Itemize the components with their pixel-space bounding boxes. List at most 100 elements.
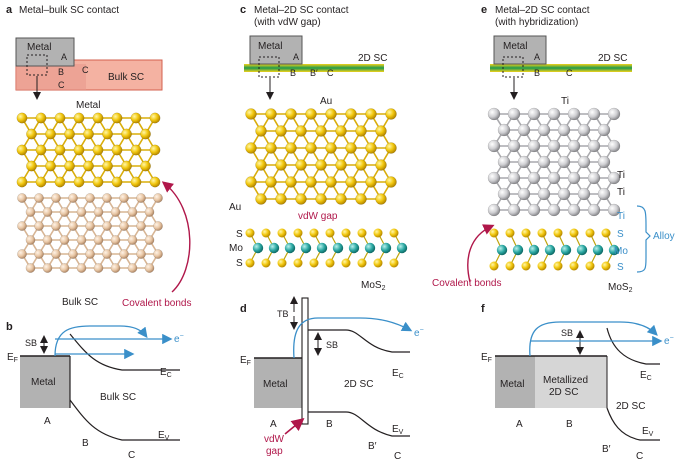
- metal-atom: [54, 112, 66, 124]
- twod-layer: [244, 64, 384, 72]
- mo-atom: [396, 242, 408, 254]
- region-b: B: [58, 67, 64, 77]
- metallized-band: [535, 356, 607, 408]
- sb-label: SB: [25, 338, 37, 348]
- ti-atom: [577, 187, 591, 201]
- metal-atom: [111, 112, 123, 124]
- ev-label: EV: [392, 424, 404, 436]
- metal-atom: [64, 128, 75, 140]
- metal-band: [20, 356, 70, 408]
- mo-atom: [364, 242, 376, 254]
- ti-atom: [547, 107, 561, 121]
- interface-region: [16, 64, 86, 90]
- au-atom: [255, 159, 267, 171]
- bulk-atom: [34, 249, 44, 259]
- panel-b-letter: b: [6, 321, 13, 333]
- metal-atom: [35, 144, 47, 156]
- au-atom: [365, 108, 377, 120]
- metal-atom: [130, 144, 142, 156]
- au-atom: [335, 193, 347, 205]
- tunnel-barrier: [301, 297, 309, 425]
- sb-label: SB: [326, 340, 338, 350]
- au-atom: [355, 159, 367, 171]
- mo-atom: [544, 244, 556, 256]
- panel-c-letter: c: [240, 4, 246, 16]
- metal-label: Metal: [27, 42, 51, 53]
- panel-e-letter: e: [481, 4, 487, 16]
- au-atom: [375, 125, 387, 137]
- metal-lattice: [16, 112, 161, 188]
- bulk-atom: [25, 207, 36, 217]
- bulk-atom: [127, 235, 138, 245]
- au-atom: [375, 159, 387, 171]
- panel-e-title-1: Metal–2D SC contact: [495, 5, 590, 16]
- au-atom: [355, 125, 367, 137]
- ti-atom: [587, 171, 601, 185]
- bulk-atom: [76, 207, 87, 217]
- bulk-atom: [34, 221, 44, 231]
- panel-f-letter: f: [481, 303, 485, 315]
- label-a: A: [516, 419, 523, 430]
- mo-atom: [592, 244, 604, 256]
- bulk-sc-label: Bulk SC: [108, 72, 144, 83]
- bulk-atom: [85, 221, 95, 231]
- s-atom: [373, 258, 383, 268]
- twod-sc-label: 2D SC: [344, 379, 373, 390]
- conduction-band: [308, 329, 410, 353]
- valence-band: [606, 407, 660, 441]
- bulk-atom: [76, 235, 87, 245]
- electron-path: [529, 321, 658, 357]
- panel-b: b SB EF e− Metal Bulk SC EC EV A B C: [6, 321, 184, 461]
- au-top-label: Au: [320, 96, 332, 107]
- alloy-bracket: [636, 205, 651, 273]
- s-bottom-label: S: [617, 262, 624, 273]
- metal-atom: [54, 176, 66, 188]
- bulk-atom: [59, 263, 70, 273]
- au-atom: [255, 125, 267, 137]
- au-atom: [345, 108, 357, 120]
- bulk-atom: [144, 235, 155, 245]
- ti-atom: [597, 155, 611, 169]
- s-atom: [585, 261, 595, 271]
- panel-e-title-2: (with hybridization): [495, 17, 578, 28]
- mo-alloy-label: Mo: [614, 246, 628, 257]
- bulk-atom: [136, 221, 146, 231]
- s-atom: [277, 258, 287, 268]
- ti-atom: [487, 203, 501, 217]
- ti-atom: [537, 155, 551, 169]
- ti-atom: [557, 155, 571, 169]
- metal-atom: [16, 144, 28, 156]
- metal-atom: [130, 176, 142, 188]
- covalent-arrow: [467, 224, 495, 283]
- ti-lattice: [487, 107, 621, 217]
- s-atom: [601, 228, 611, 238]
- panel-a-letter: a: [6, 4, 13, 16]
- bulk-atom: [17, 249, 27, 259]
- bulk-atom: [144, 207, 155, 217]
- ti-atom: [527, 171, 541, 185]
- au-atom: [385, 108, 397, 120]
- ti-atom: [567, 107, 581, 121]
- s-atom: [373, 228, 383, 238]
- s-atom: [537, 261, 547, 271]
- ti-atom: [527, 139, 541, 153]
- ec-label: EC: [160, 367, 172, 379]
- metallized-label-2: 2D SC: [549, 387, 578, 398]
- mo-atom: [300, 242, 312, 254]
- bulk-atom: [68, 221, 78, 231]
- au-atom: [385, 176, 397, 188]
- metal-atom: [121, 160, 132, 172]
- au-atom: [305, 176, 317, 188]
- metal-atom: [73, 144, 85, 156]
- au-atom: [325, 142, 337, 154]
- vdw-label-1: vdW: [264, 434, 285, 445]
- au-atom: [385, 142, 397, 154]
- ti-atom: [527, 203, 541, 217]
- tb-label: TB: [277, 309, 289, 319]
- bulk-atom: [42, 207, 53, 217]
- ti-atom: [527, 107, 541, 121]
- au-atom: [315, 125, 327, 137]
- au-atom: [325, 176, 337, 188]
- ti-atom: [567, 171, 581, 185]
- bulk-atom: [110, 207, 121, 217]
